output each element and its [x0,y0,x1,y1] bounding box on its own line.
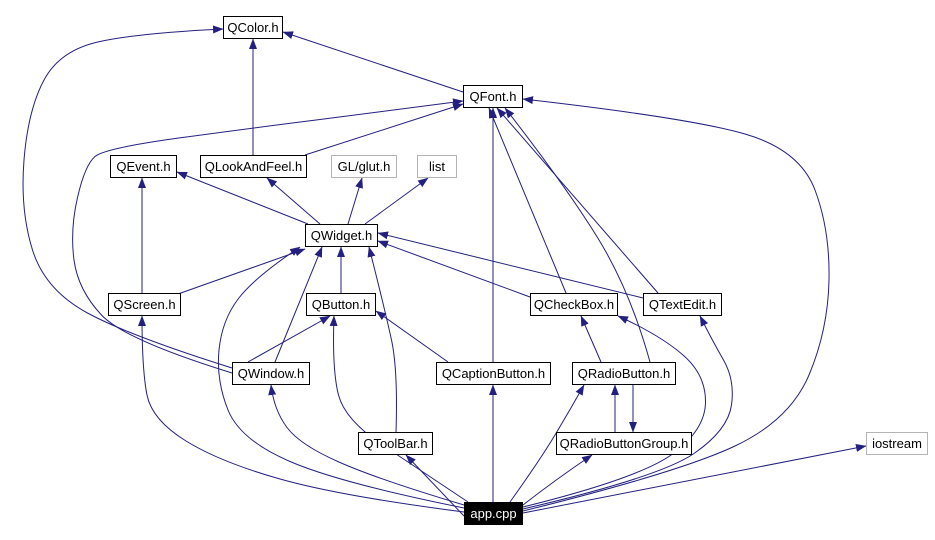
node-qradiobuttongroup[interactable]: QRadioButtonGroup.h [556,432,692,455]
node-qfont[interactable]: QFont.h [463,85,523,108]
edge-qfont-to-qcolor [282,31,464,93]
edge-qwidget-to-qlookandfeel [266,177,321,225]
edge-appcpp-to-qbutton [329,315,469,503]
edge-appcpp-to-qwindow [268,384,465,506]
node-iostream[interactable]: iostream [866,432,928,455]
edge-qradiobutton-to-qfont [504,107,651,363]
node-qwindow[interactable]: QWindow.h [232,362,310,385]
node-qradiobutton[interactable]: QRadioButton.h [572,362,676,385]
edge-appcpp-to-qscreen [138,315,465,513]
node-qtextedit[interactable]: QTextEdit.h [643,293,722,316]
edge-appcpp-to-qradiobutton [509,384,585,503]
node-qbutton[interactable]: QButton.h [306,293,376,316]
edge-qwidget-to-glglut [347,177,363,225]
edge-appcpp-to-qcheckbox [522,315,707,508]
node-glglut[interactable]: GL/glut.h [331,155,397,178]
node-qcaptionbutton[interactable]: QCaptionButton.h [436,362,551,385]
edge-appcpp-to-qfont [522,96,830,512]
edge-appcpp-to-qtoolbar [405,454,465,517]
node-list[interactable]: list [417,155,457,178]
edge-qwidget-to-qevent [176,171,309,225]
edge-appcpp-to-qradiobuttongroup [522,454,593,506]
node-qwidget[interactable]: QWidget.h [305,224,378,247]
edge-qscreen-to-qwidget [177,248,306,295]
edge-qradiobutton-to-qcheckbox [580,315,602,363]
node-qlookandfeel[interactable]: QLookAndFeel.h [200,155,307,178]
node-appcpp[interactable]: app.cpp [464,502,523,525]
edge-qlookandfeel-to-qfont [304,103,464,156]
edge-qtextedit-to-qwidget [377,231,644,299]
edge-qcheckbox-to-qfont [488,107,567,294]
edge-qwindow-to-qwidget [274,246,323,363]
edge-appcpp-to-qwidget [217,246,465,509]
node-qevent[interactable]: QEvent.h [110,155,177,178]
edge-appcpp-to-iostream [522,443,867,514]
node-qtoolbar[interactable]: QToolBar.h [358,432,433,455]
edge-qtextedit-to-qfont [496,107,659,294]
edge-qwindow-to-qbutton [247,315,331,363]
edge-qwidget-to-list [364,177,429,225]
node-qcolor[interactable]: QColor.h [223,16,283,39]
node-qscreen[interactable]: QScreen.h [108,293,181,316]
edge-appcpp-to-qtextedit [522,315,733,510]
edge-qtoolbar-to-qwidget [367,246,397,433]
edge-qwindow-to-qfont [72,98,464,374]
edge-qcaptionbutton-to-qbutton [375,310,449,363]
edge-qcheckbox-to-qwidget [377,240,531,298]
edge-qwindow-to-qcolor [22,25,233,369]
node-qcheckbox[interactable]: QCheckBox.h [530,293,618,316]
